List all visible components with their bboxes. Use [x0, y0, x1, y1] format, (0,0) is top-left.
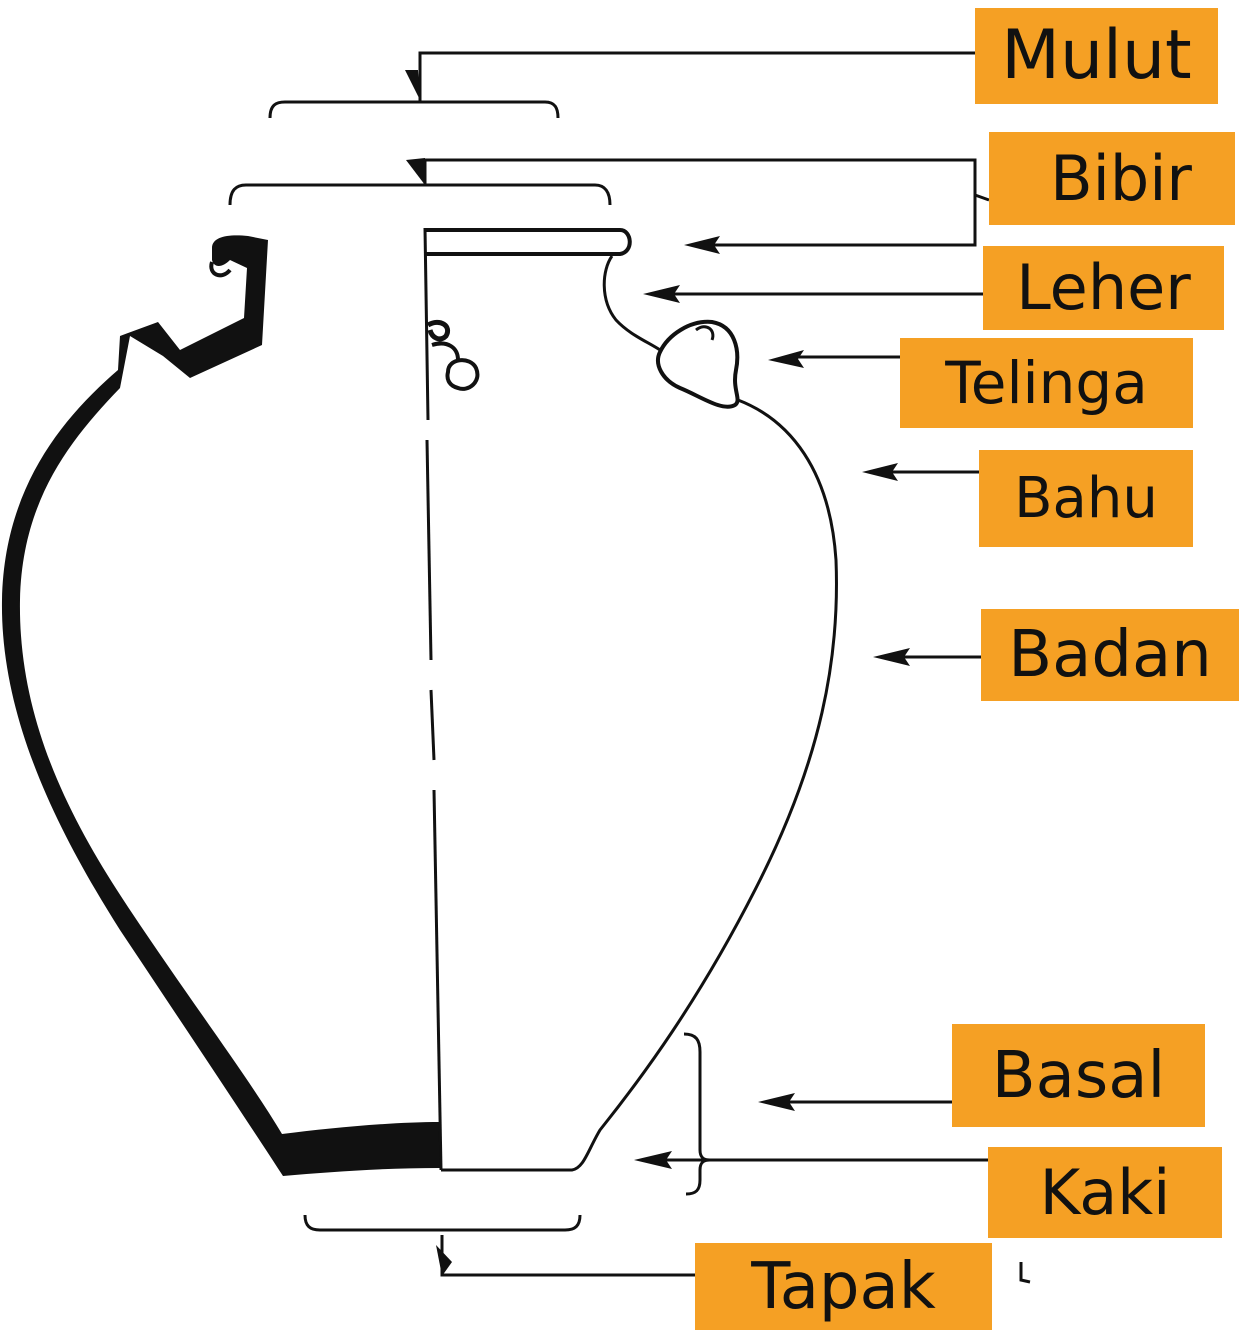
telinga-arrow	[768, 350, 804, 368]
kaki-arrow	[634, 1151, 672, 1169]
center-axis-line	[429, 689, 436, 761]
handle-detail	[445, 358, 480, 391]
center-axis-line	[432, 789, 443, 1171]
handle-detail	[426, 319, 450, 342]
bibir-leader-join	[974, 193, 990, 202]
ear-lug-outline	[656, 319, 740, 409]
bahu-arrow	[862, 463, 898, 481]
bibir-bracket	[228, 183, 612, 206]
label-bahu: Bahu	[979, 450, 1193, 547]
handle-detail	[431, 341, 460, 361]
tapak-bracket	[303, 1214, 582, 1232]
basal-arrow	[758, 1093, 795, 1111]
center-axis-line	[425, 439, 433, 661]
label-kaki: Kaki	[988, 1147, 1222, 1238]
label-bibir: Bibir	[989, 132, 1235, 225]
tapak-leader	[440, 1235, 695, 1277]
vessel-wall-section	[1, 235, 440, 1176]
badan-arrow	[873, 648, 910, 666]
rim-outline	[425, 228, 632, 256]
mulut-leader-tip	[405, 70, 420, 100]
label-mulut: Mulut	[975, 8, 1218, 104]
label-leher: Leher	[983, 246, 1224, 330]
label-tapak: Tapak	[695, 1243, 992, 1330]
leher-arrow	[643, 285, 680, 303]
rim-inner-curl	[209, 261, 232, 278]
center-axis-line	[423, 227, 430, 421]
kaki-bracket	[683, 1032, 711, 1196]
label-badan: Badan	[981, 609, 1239, 701]
bibir-leader	[423, 158, 977, 247]
bibir-leader-tip	[406, 158, 425, 185]
label-basal: Basal	[952, 1024, 1205, 1127]
mulut-bracket	[268, 100, 560, 119]
stray-mark	[1019, 1262, 1031, 1284]
bibir-arrow	[684, 236, 720, 254]
tapak-leader-tip	[436, 1245, 452, 1276]
ear-lug-detail	[695, 325, 715, 341]
label-telinga: Telinga	[900, 338, 1193, 428]
body-outline	[441, 398, 838, 1172]
neck-outline	[602, 255, 661, 352]
mulut-leader	[418, 51, 975, 102]
